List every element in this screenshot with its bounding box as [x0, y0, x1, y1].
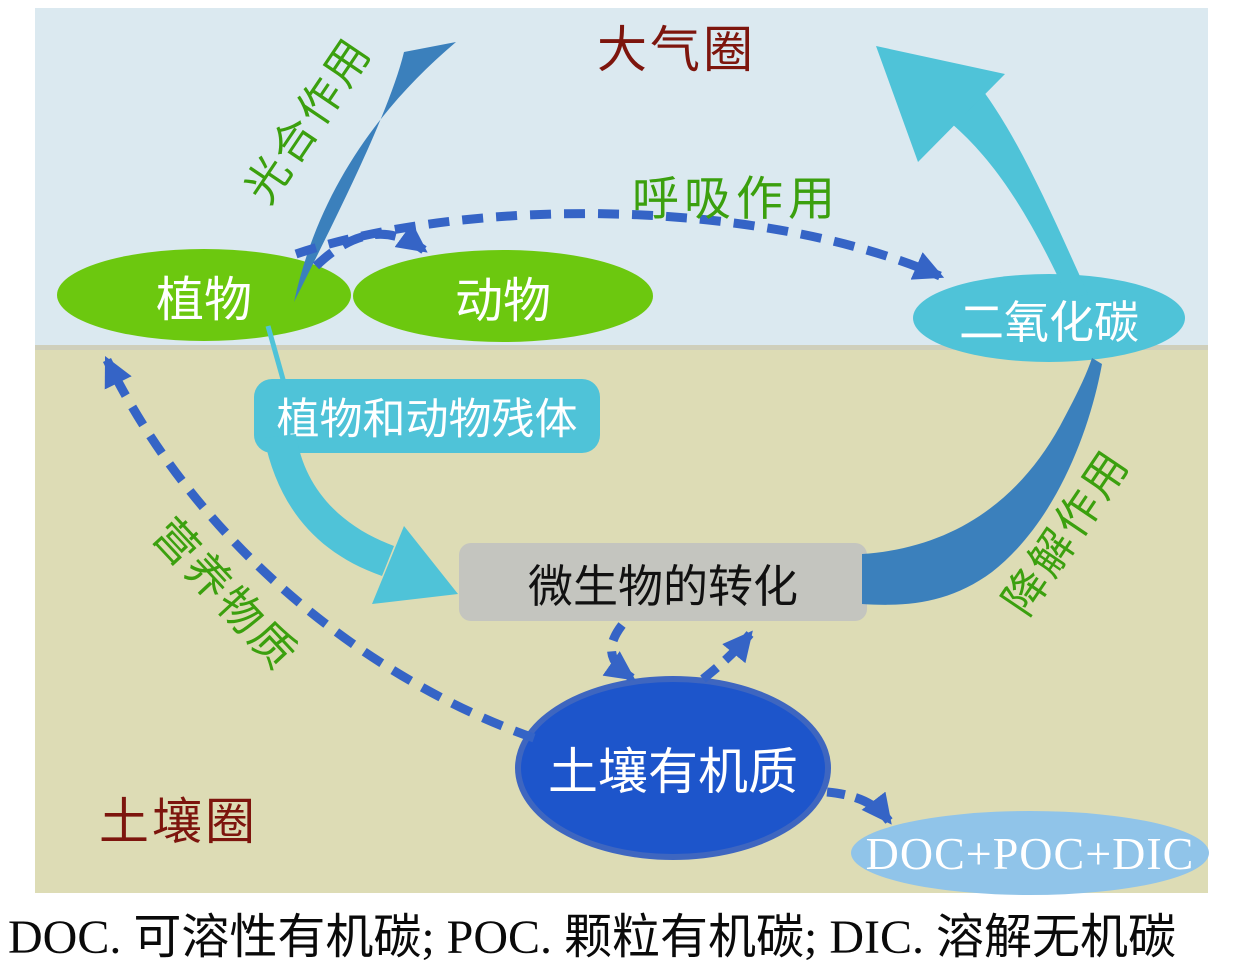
node-animals-label: 动物 — [454, 275, 551, 328]
node-carbon-dioxide-label: 二氧化碳 — [958, 297, 1139, 348]
node-plants-label: 植物 — [155, 274, 252, 327]
legend-caption: DOC. 可溶性有机碳; POC. 颗粒有机碳; DIC. 溶解无机碳 — [8, 911, 1177, 964]
node-residues-label: 植物和动物残体 — [276, 397, 578, 444]
node-microbial-transformation: 微生物的转化 — [459, 543, 867, 621]
node-plants: 植物 — [57, 249, 351, 341]
node-animals: 动物 — [353, 250, 653, 342]
node-soil-organic-matter: 土壤有机质 — [515, 676, 831, 860]
soil-title: 土壤圈 — [99, 794, 258, 850]
respiration-label: 呼吸作用 — [632, 174, 840, 226]
atmosphere-title: 大气圈 — [597, 22, 756, 78]
node-doc-poc-dic: DOC+POC+DIC — [851, 811, 1209, 895]
node-plant-animal-residues: 植物和动物残体 — [254, 379, 600, 453]
node-doc-label: DOC+POC+DIC — [865, 827, 1195, 879]
node-microbial-label: 微生物的转化 — [527, 561, 798, 612]
node-soil-organic-label: 土壤有机质 — [548, 744, 798, 800]
node-carbon-dioxide: 二氧化碳 — [913, 274, 1185, 362]
